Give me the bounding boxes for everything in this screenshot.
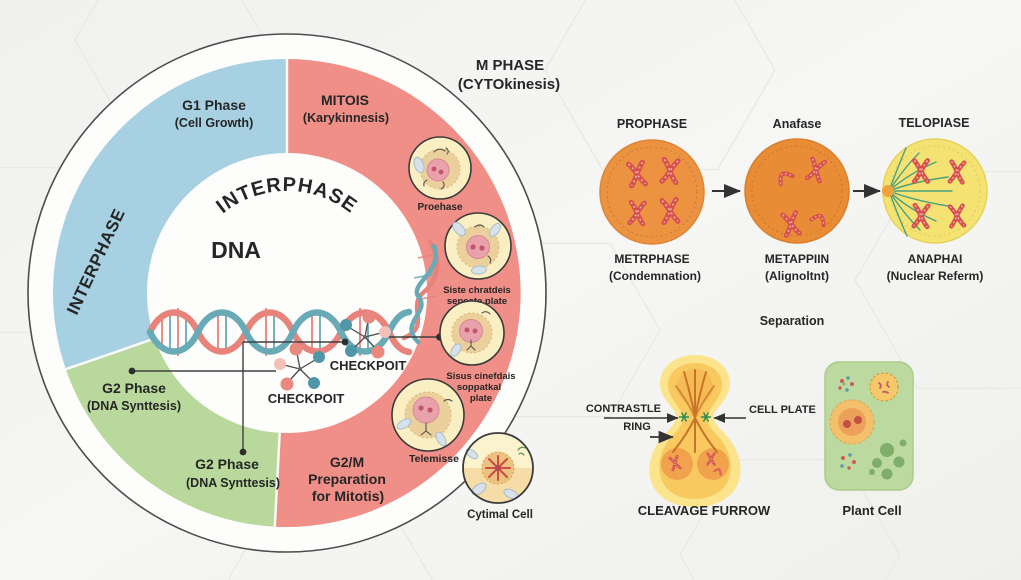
stage-caption-3b: (Nuclear Referm)	[887, 269, 984, 283]
g2-upper-sublabel: (DNA Synttesis)	[87, 399, 181, 413]
contractile-ring-label-2: RING	[623, 421, 651, 433]
sister-plate-label-3: plate	[470, 393, 492, 404]
plant-cell-illustration	[824, 361, 914, 491]
separation-label: Separation	[760, 314, 825, 328]
stage-title-telophase: TELOPIASE	[899, 116, 970, 130]
metaphase-cell	[444, 212, 512, 280]
stage-title-prophase: PROPHASE	[617, 117, 687, 131]
checkpoint-top-label: CHECKPOIT	[330, 358, 407, 373]
g2-lower-label: G2 Phase	[195, 456, 259, 472]
g2-upper-label: G2 Phase	[102, 380, 166, 396]
mitosis-sublabel: (Karykinnesis)	[303, 111, 389, 125]
dna-label: DNA	[211, 237, 261, 263]
stage-circle-telophase	[882, 138, 988, 244]
contractile-ring-label-1: CONTRASTLE	[586, 403, 661, 415]
g1-phase-label: G1 Phase	[182, 97, 246, 113]
cell-plate-label: CELL PLATE	[749, 404, 816, 416]
stage-caption-3a: ANAPHAI	[908, 252, 963, 266]
telophase-cell-label: Telemisse	[409, 453, 459, 465]
segment-dividers	[65, 59, 289, 527]
plant-cell-vesicles	[869, 439, 907, 480]
mitosis-stage-row: PROPHASE Anafase TELOPIASE	[599, 116, 988, 328]
final-cell-label: Cytimal Cell	[467, 509, 533, 521]
cell-cycle-diagram: G1 Phase (Cell Growth) MITOIS (Karykinne…	[27, 33, 560, 553]
cleavage-furrow-illustration	[649, 355, 741, 507]
cytokinesis-panel: CONTRASTLE RING CELL PLATE CLEAVAGE FURR…	[586, 355, 914, 518]
sister-plate-label-2: soppatkal	[457, 382, 501, 393]
stage-title-anaphase: Anafase	[773, 117, 822, 131]
checkpoint-bottom-label: CHECKPOIT	[268, 391, 345, 406]
m-phase-sublabel: (CYTOkinesis)	[458, 76, 560, 93]
sister-sep-label-1: Siste chratdeis	[443, 285, 511, 296]
sister-plate-label-1: Sisus cinefdais	[446, 371, 515, 382]
segment-g1-interphase	[53, 59, 288, 370]
prophase-cell-label: Proehase	[417, 202, 462, 213]
prophase-cell	[408, 136, 472, 200]
g2m-label-3: for Mitotis)	[312, 488, 384, 504]
stage-caption-2b: (Alignoltnt)	[765, 269, 829, 283]
telophase-cell	[391, 378, 465, 452]
spindle-fibers	[672, 369, 718, 453]
final-daughter-cell	[462, 432, 534, 504]
spindle-pole	[882, 185, 894, 197]
plant-cell-label: Plant Cell	[842, 503, 901, 518]
cleavage-furrow-label: CLEAVAGE FURROW	[638, 503, 771, 518]
mitosis-label: MITOIS	[321, 92, 369, 108]
g2-lower-sublabel: (DNA Synttesis)	[186, 476, 280, 490]
plant-cell-speckles	[838, 376, 856, 470]
stage-caption-1a: METRPHASE	[614, 252, 689, 266]
g2m-label-1: G2/M	[330, 454, 364, 470]
stage-circle-anaphase	[744, 138, 850, 244]
stage-caption-1b: (Condemnation)	[609, 269, 701, 283]
segment-g2-synthesis	[65, 338, 280, 527]
anaphase-cell	[439, 300, 505, 366]
stage-circle-prophase	[599, 139, 705, 245]
g1-phase-sublabel: (Cell Growth)	[175, 116, 253, 130]
m-phase-label: M PHASE	[476, 57, 544, 74]
g2m-label-2: Preparation	[308, 471, 386, 487]
checkpoint-connectors	[128, 333, 444, 456]
stage-caption-2a: METAPPIIN	[765, 252, 829, 266]
